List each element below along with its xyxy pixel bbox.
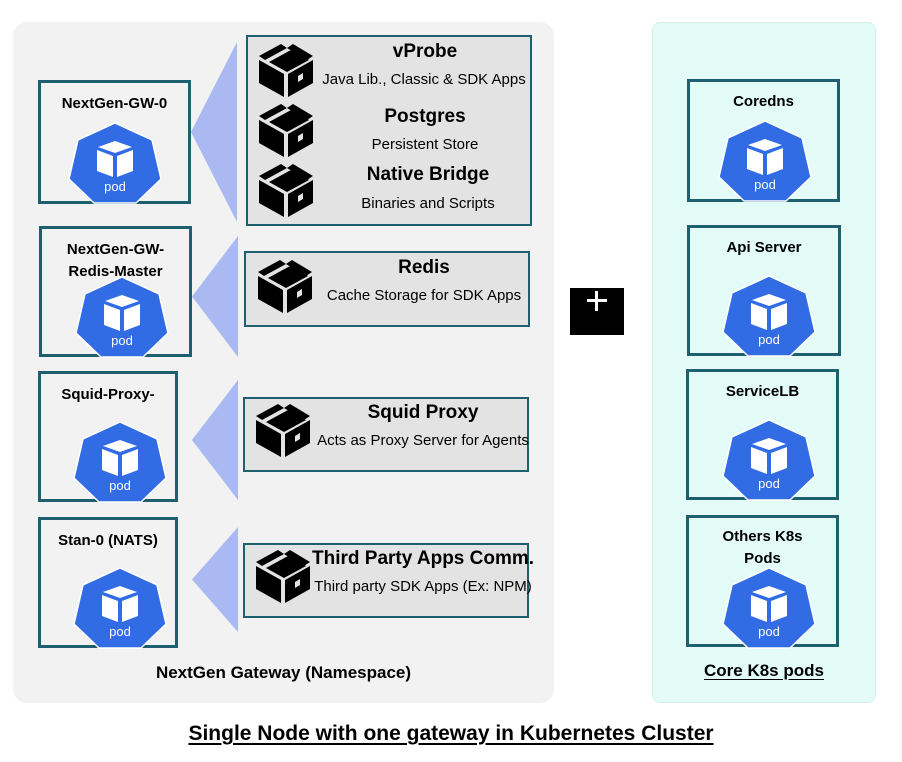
pod-title: ServiceLB bbox=[725, 383, 800, 400]
component-desc-postgres: Persistent Store bbox=[371, 136, 479, 153]
package-box-icon bbox=[257, 160, 315, 218]
pod-nextgen-gw-0: NextGen-GW-0 pod bbox=[38, 80, 191, 204]
core-pod-api-server: Api Server pod bbox=[687, 225, 841, 356]
pod-title: Coredns bbox=[733, 93, 794, 110]
component-desc-native-bridge: Binaries and Scripts bbox=[361, 195, 495, 212]
core-pod-servicelb: ServiceLB pod bbox=[686, 369, 839, 500]
package-box-icon bbox=[256, 256, 314, 314]
pod-title: NextGen-GW- Redis-Master bbox=[66, 241, 165, 280]
core-pod-coredns: Coredns pod bbox=[687, 79, 840, 202]
core-pod-others-k8s-pods: Others K8s Pods pod bbox=[686, 515, 839, 647]
pod-icon-label: pod bbox=[104, 179, 126, 194]
pod-title: Stan-0 (NATS) bbox=[58, 532, 158, 549]
pod-icon-label: pod bbox=[109, 624, 131, 639]
pod-squid-proxy: Squid-Proxy- pod bbox=[38, 371, 178, 502]
connector-wedge bbox=[192, 380, 238, 500]
connector-wedge bbox=[191, 42, 237, 222]
plus-icon bbox=[570, 288, 624, 335]
connector-wedge bbox=[192, 527, 238, 632]
pod-icon-label: pod bbox=[758, 624, 780, 639]
pod-nextgen-gw-redis-master: NextGen-GW- Redis-Master pod bbox=[39, 226, 192, 357]
pod-title: Api Server bbox=[726, 239, 802, 256]
component-name-third-party-apps: Third Party Apps Comm. bbox=[312, 548, 535, 569]
package-box-icon bbox=[257, 40, 315, 98]
component-name-squid-proxy: Squid Proxy bbox=[367, 402, 479, 423]
pod-icon-label: pod bbox=[109, 478, 131, 493]
pod-stan-0-nats: Stan-0 (NATS) pod bbox=[38, 517, 178, 648]
pod-icon-label: pod bbox=[111, 333, 133, 348]
component-name-native-bridge: Native Bridge bbox=[366, 164, 490, 185]
component-desc-redis: Cache Storage for SDK Apps bbox=[326, 287, 522, 304]
component-name-redis: Redis bbox=[398, 257, 450, 278]
package-box-icon bbox=[254, 546, 312, 604]
component-desc-third-party-apps: Third party SDK Apps (Ex: NPM) bbox=[314, 578, 532, 595]
diagram-caption: Single Node with one gateway in Kubernet… bbox=[188, 722, 714, 745]
pod-title: Others K8s Pods bbox=[722, 528, 803, 567]
package-box-icon bbox=[254, 400, 312, 458]
component-desc-vprobe: Java Lib., Classic & SDK Apps bbox=[322, 71, 526, 88]
package-box-icon bbox=[257, 100, 315, 158]
component-name-vprobe: vProbe bbox=[392, 41, 458, 62]
pod-icon-label: pod bbox=[754, 177, 776, 192]
component-desc-squid-proxy: Acts as Proxy Server for Agents bbox=[317, 432, 529, 449]
namespace-label: NextGen Gateway (Namespace) bbox=[155, 663, 412, 682]
core-k8s-label: Core K8s pods bbox=[704, 661, 824, 680]
component-name-postgres: Postgres bbox=[384, 106, 466, 127]
pod-title: NextGen-GW-0 bbox=[61, 95, 168, 112]
pod-icon-label: pod bbox=[758, 476, 780, 491]
connector-wedge bbox=[192, 236, 238, 357]
pod-title: Squid-Proxy- bbox=[61, 386, 155, 403]
pod-icon-label: pod bbox=[758, 332, 780, 347]
